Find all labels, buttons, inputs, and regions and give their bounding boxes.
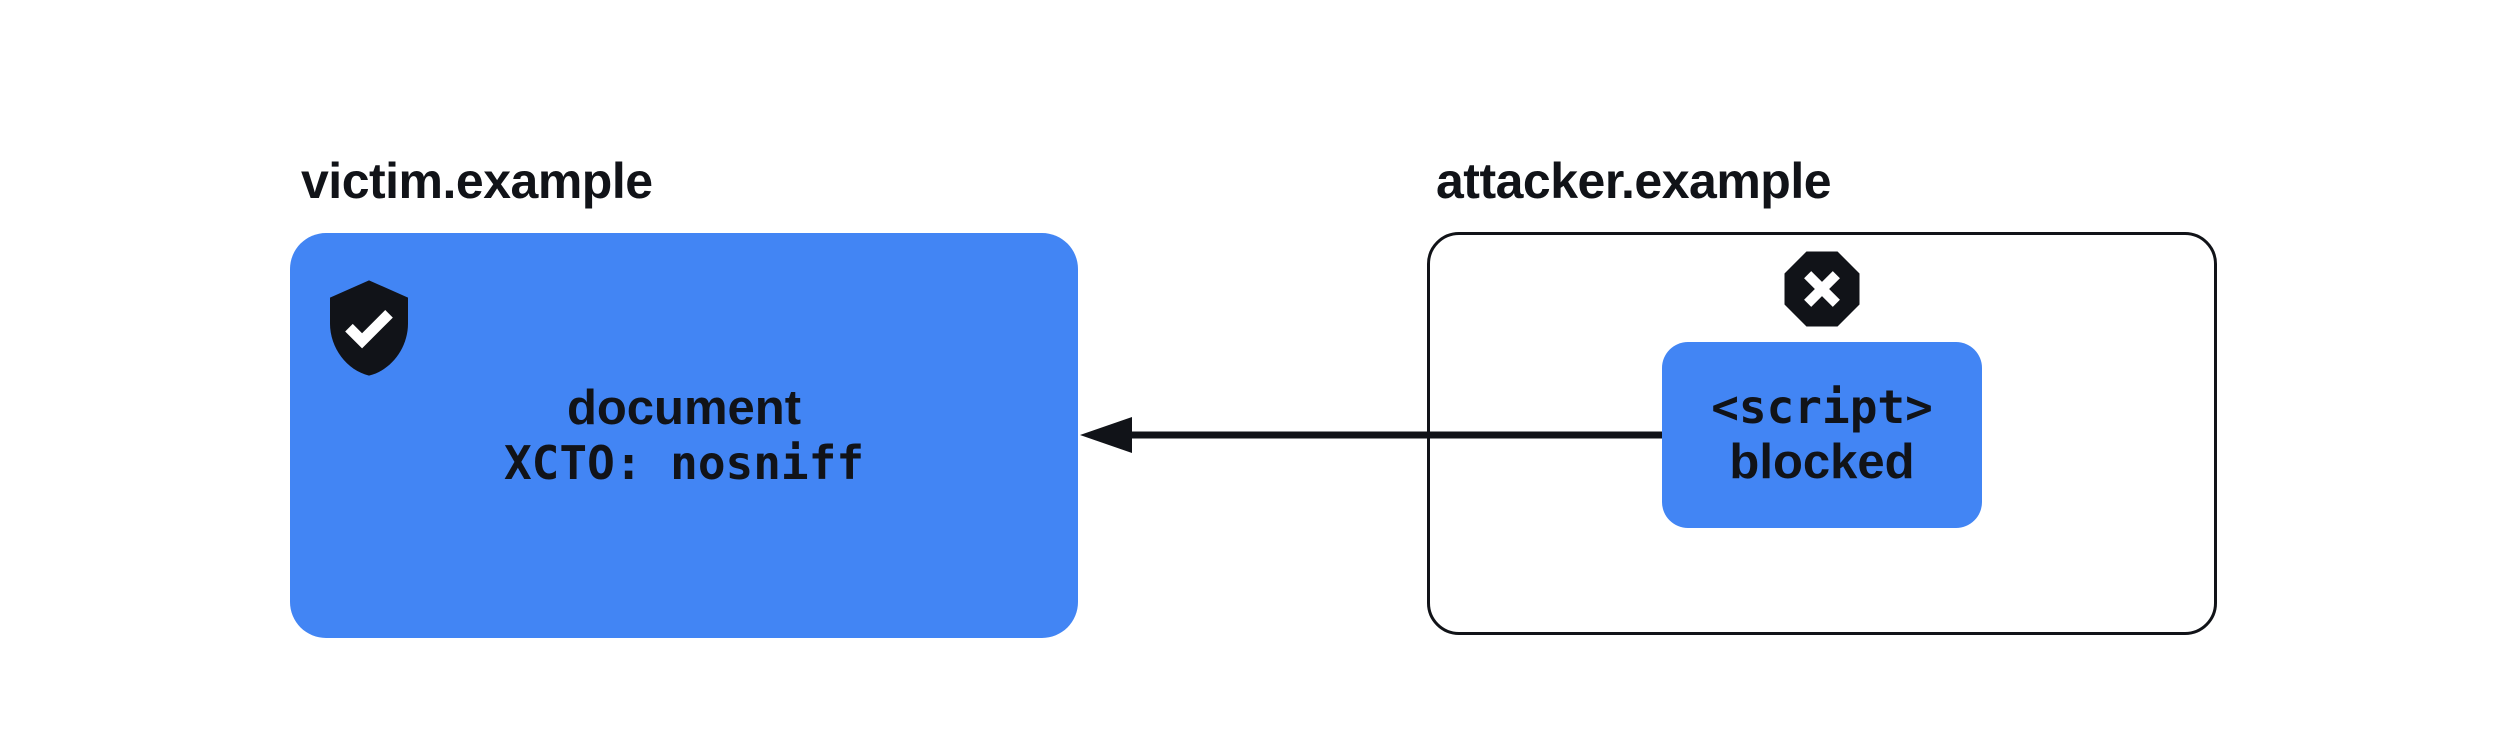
shield-check-icon [330, 280, 408, 376]
victim-box-line-xcto-nosniff: XCTO: nosniff [503, 435, 865, 490]
blocked-response-arrow [1080, 417, 1662, 453]
victim-document-box: document XCTO: nosniff [290, 233, 1078, 638]
attacker-domain-label: attacker.example [1436, 153, 1832, 209]
script-box-line-script-tag: <script> [1711, 380, 1933, 434]
script-blocked-box: <script> blocked [1662, 342, 1982, 528]
script-box-line-blocked: blocked [1729, 435, 1915, 489]
victim-domain-label: victim.example [301, 153, 653, 209]
victim-box-text: document XCTO: nosniff [290, 233, 1078, 638]
octagon-x-icon [1784, 251, 1860, 327]
victim-box-line-document: document [566, 380, 802, 435]
arrowhead-left [1080, 417, 1132, 453]
